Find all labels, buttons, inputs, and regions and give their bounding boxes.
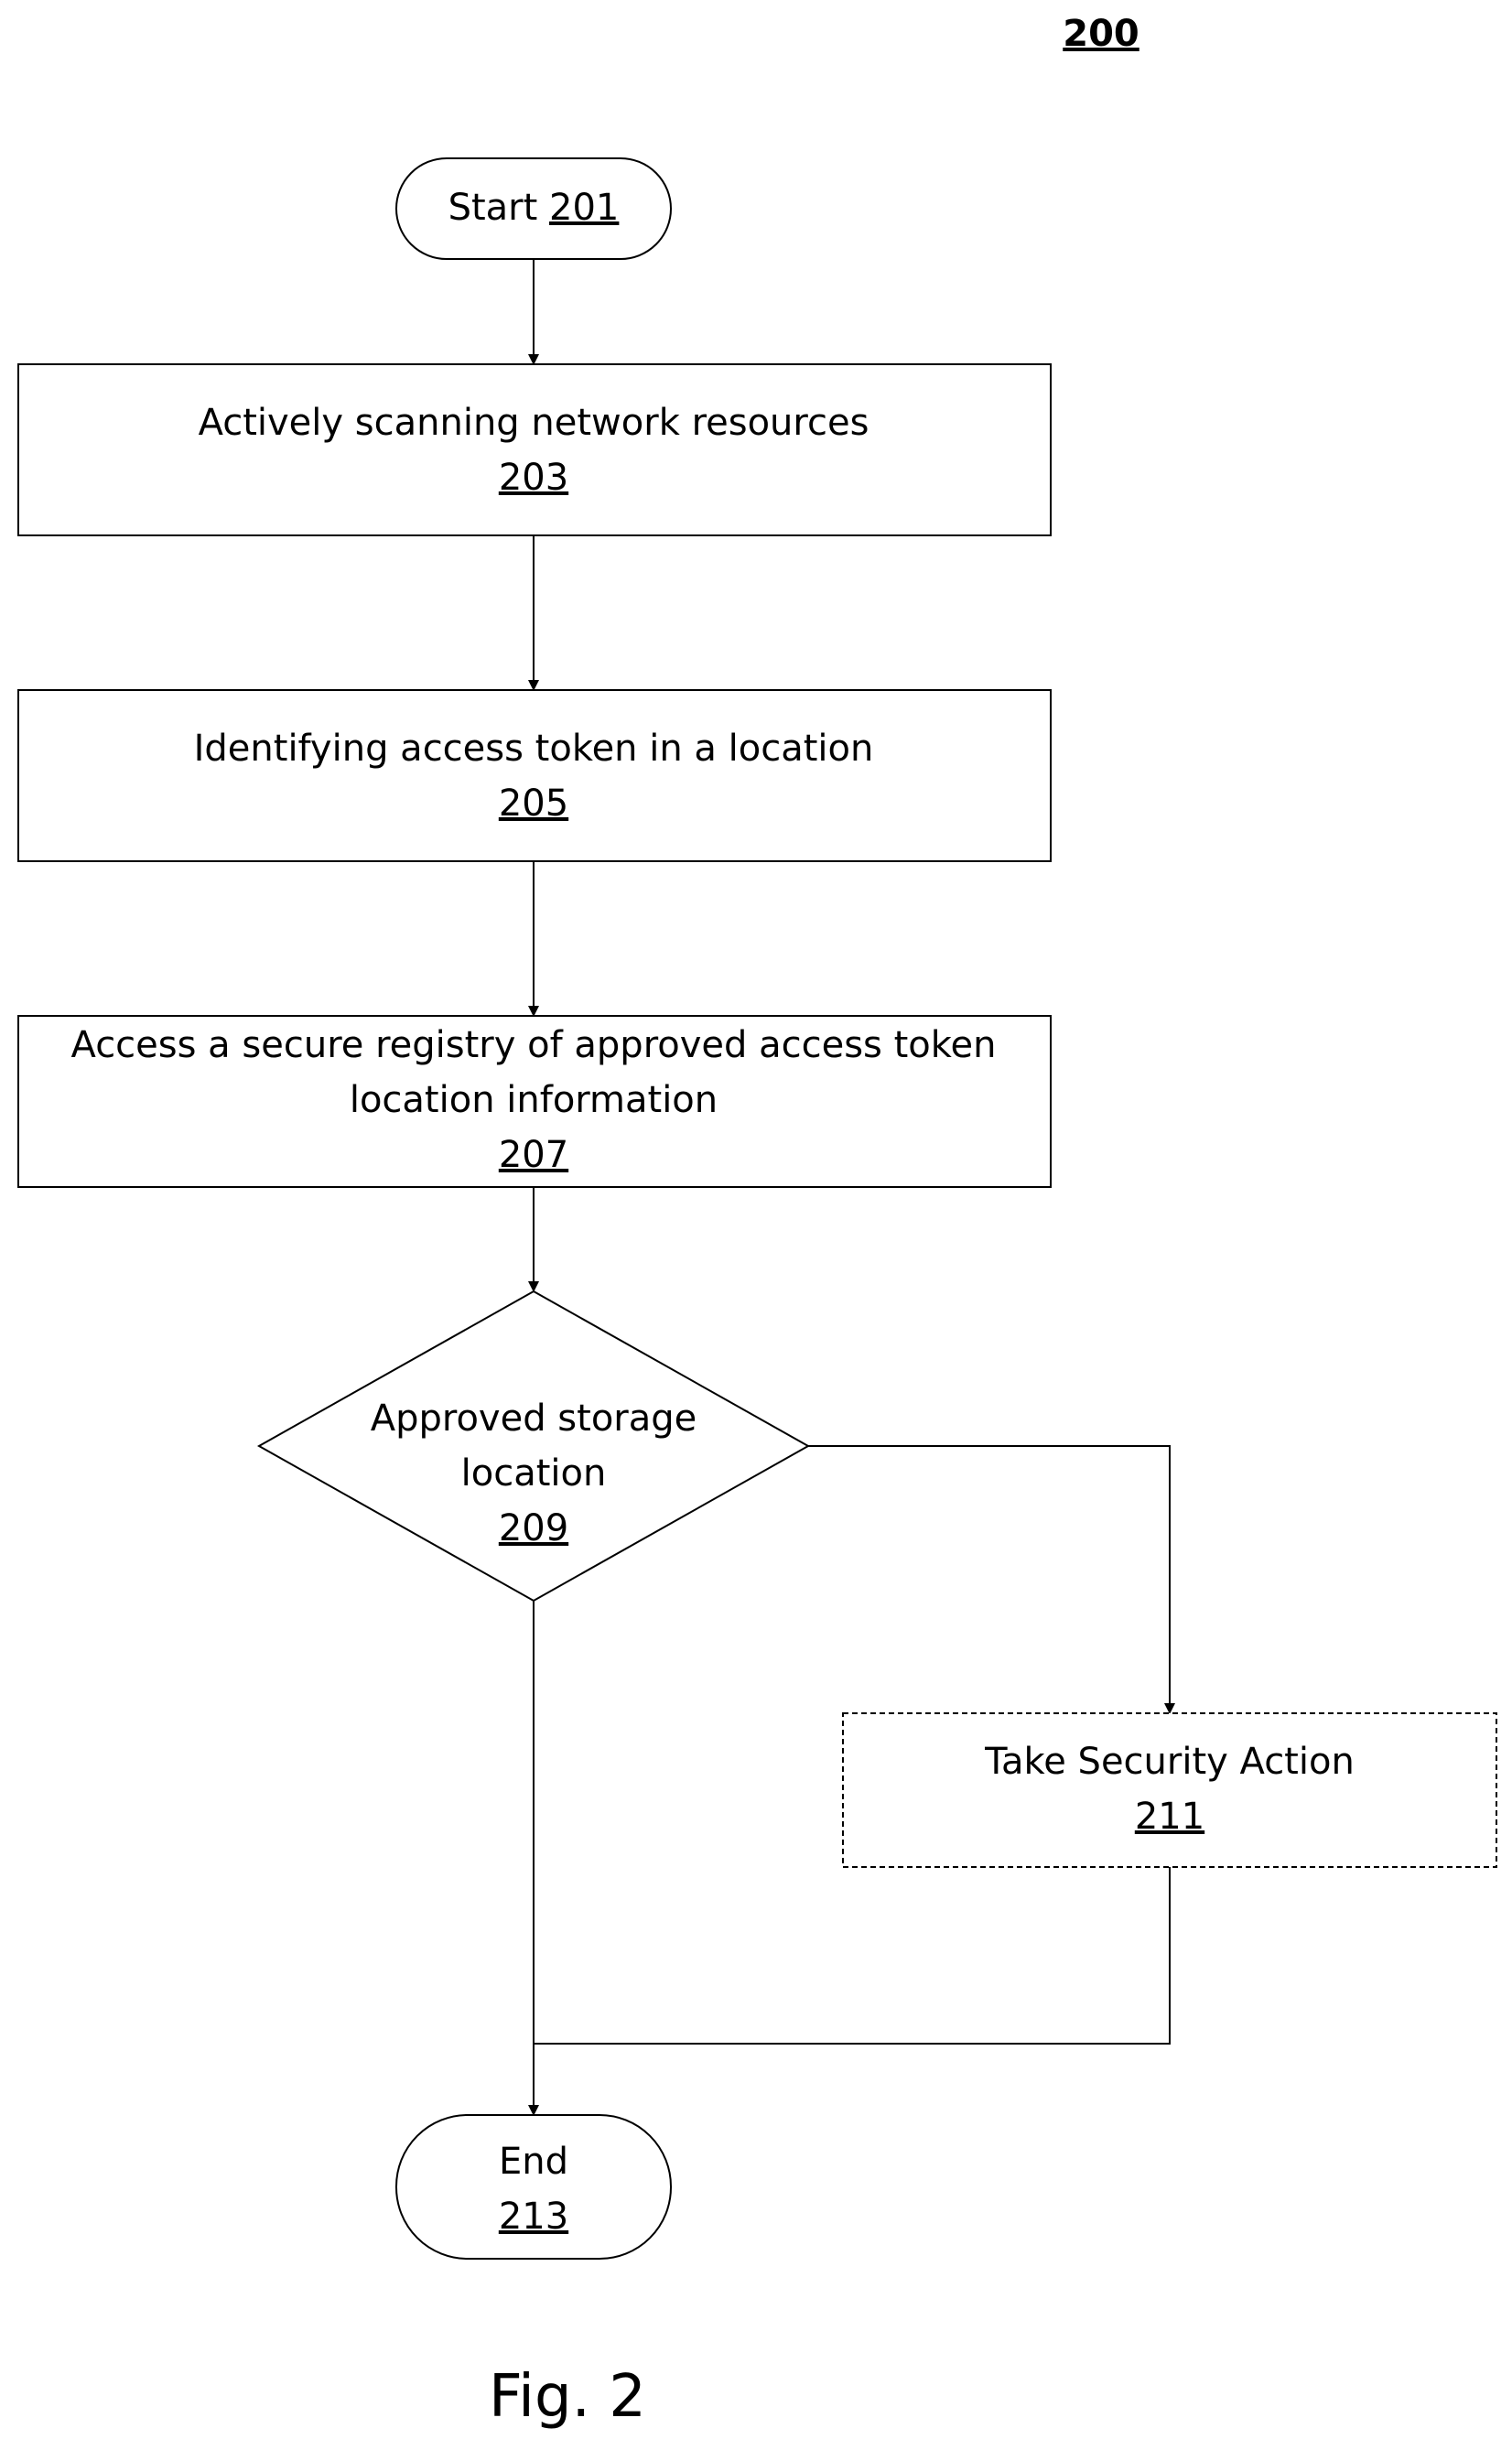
- identify-label: Identifying access token in a location: [194, 728, 874, 770]
- process-scan-network-resources: Actively scanning network resources 203: [18, 364, 1051, 535]
- sheet-reference-number: 200: [1063, 13, 1139, 55]
- action-label: Take Security Action: [984, 1741, 1355, 1783]
- start-ref-number: 201: [549, 187, 619, 229]
- arrow-decision-to-security-action: [808, 1446, 1170, 1712]
- action-ref-number: 211: [1135, 1796, 1204, 1838]
- end-label: End: [499, 2141, 568, 2183]
- process-identify-access-token: Identifying access token in a location 2…: [18, 690, 1051, 861]
- process-access-secure-registry: Access a secure registry of approved acc…: [18, 1016, 1051, 1187]
- scan-label: Actively scanning network resources: [199, 402, 869, 444]
- decision-label-line1: Approved storage: [371, 1398, 697, 1440]
- svg-text:Start 201: Start 201: [448, 187, 620, 229]
- decision-approved-storage-location: Approved storage location 209: [259, 1291, 808, 1601]
- end-terminator: End 213: [396, 2115, 671, 2259]
- decision-ref-number: 209: [499, 1507, 568, 1549]
- figure-caption: Fig. 2: [489, 2363, 646, 2431]
- registry-label-line2: location information: [350, 1079, 718, 1121]
- scan-ref-number: 203: [499, 457, 568, 499]
- process-take-security-action: Take Security Action 211: [843, 1713, 1496, 1867]
- decision-label-line2: location: [461, 1452, 607, 1495]
- registry-ref-number: 207: [499, 1134, 568, 1176]
- identify-ref-number: 205: [499, 782, 568, 825]
- connector-security-action-to-merge: [534, 1867, 1170, 2044]
- start-label: Start: [448, 187, 538, 229]
- start-terminator: Start 201: [396, 158, 671, 259]
- registry-label-line1: Access a secure registry of approved acc…: [71, 1024, 997, 1066]
- end-ref-number: 213: [499, 2196, 568, 2238]
